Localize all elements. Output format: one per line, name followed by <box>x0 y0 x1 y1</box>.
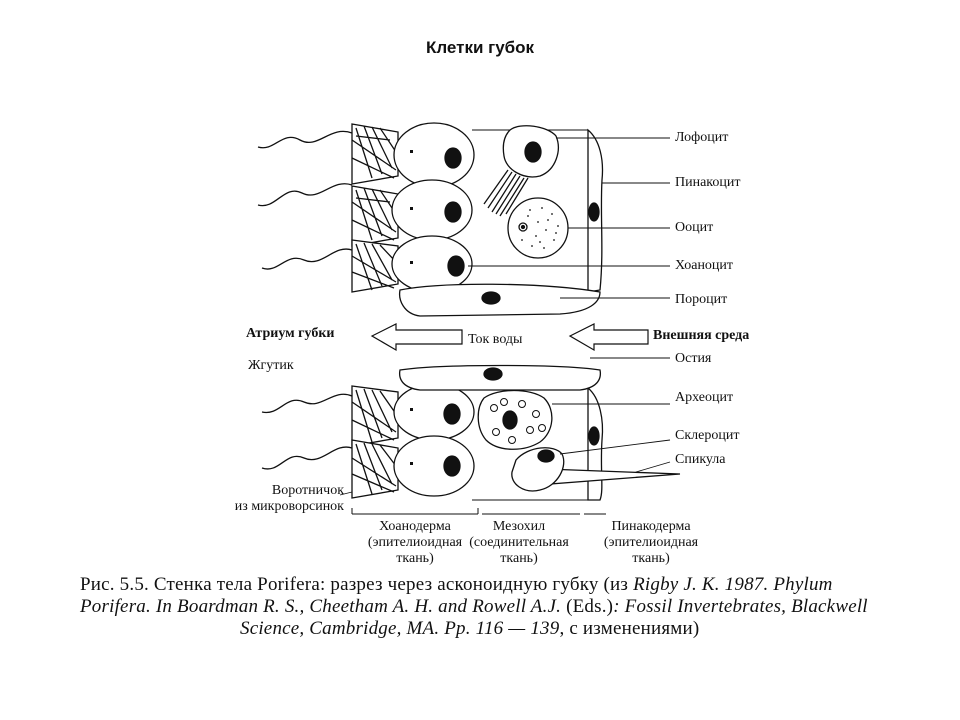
caption-line1: Рис. 5.5. Стенка тела Porifera: разрез ч… <box>80 574 910 596</box>
label-choanoderm-line3: ткань) <box>396 551 434 566</box>
choanocyte <box>393 122 475 188</box>
flagellum <box>261 393 353 414</box>
caption-l1a: Рис. 5.5. Стенка тела Porifera: разрез ч… <box>80 574 634 595</box>
flagellum <box>257 130 353 149</box>
label-choanoderm-line1: Хоанодерма <box>379 519 451 534</box>
label-mesohyl-line2: (соединительная <box>469 535 569 550</box>
label-flagellum: Жгутик <box>248 358 294 373</box>
flagellum <box>257 183 353 207</box>
label-choanoderm-line2: (эпителиоидная <box>367 535 463 550</box>
label-lophocyte: Лофоцит <box>675 130 729 145</box>
label-mesohyl-line3: ткань) <box>500 551 538 566</box>
label-pinacoderm-line2: (эпителиоидная <box>603 535 699 550</box>
figure-caption: Рис. 5.5. Стенка тела Porifera: разрез ч… <box>80 574 910 640</box>
label-porocyte: Пороцит <box>675 292 728 307</box>
label-choanocyte: Хоаноцит <box>675 258 734 273</box>
choanocyte <box>393 383 475 441</box>
caption-l2a: Porifera. In Boardman R. S., Cheetham A.… <box>80 596 567 617</box>
label-archaeocyte: Археоцит <box>675 390 734 405</box>
caption-l2c: : Fossil Invertebrates, Blackwell <box>613 596 868 617</box>
label-spicule: Спикула <box>675 452 726 467</box>
caption-line3: Science, Cambridge, MA. Pp. 116 — 139, с… <box>80 618 910 640</box>
label-external-environment: Внешняя среда <box>653 328 750 343</box>
label-mesohyl-line1: Мезохил <box>492 519 546 534</box>
label-pinacoderm: Пинакодерма (эпителиоидная ткань) <box>584 519 718 567</box>
label-oocyte: Ооцит <box>675 220 714 235</box>
collar-microvilli <box>351 385 399 499</box>
label-atrium: Атриум губки <box>246 326 335 341</box>
oocyte <box>507 197 569 259</box>
caption-l3a: Science, Cambridge, MA. Pp. 116 — 139 <box>240 618 560 639</box>
label-collar-line2: из микроворсинок <box>234 499 344 514</box>
label-choanoderm: Хоанодерма (эпителиоидная ткань) <box>348 519 482 567</box>
collar-microvilli <box>351 123 399 293</box>
label-pinacocyte: Пинакоцит <box>675 175 741 190</box>
water-flow-arrow-right <box>568 323 649 352</box>
label-sclerocyte: Склероцит <box>675 428 740 443</box>
caption-l1b: Rigby J. K. 1987. Phylum <box>633 574 833 595</box>
label-pinacoderm-line1: Пинакодерма <box>611 519 691 534</box>
flagellum <box>261 446 353 470</box>
label-water-flow: Ток воды <box>468 332 523 347</box>
caption-l2b: (Eds.) <box>566 596 614 617</box>
slide-title: Клетки губок <box>425 38 535 57</box>
choanocyte <box>393 435 475 497</box>
water-flow-arrow-left <box>370 323 463 352</box>
label-pinacoderm-line3: ткань) <box>632 551 670 566</box>
caption-l3b: , с изменениями) <box>559 618 700 639</box>
label-mesohyl: Мезохил (соединительная ткань) <box>454 519 584 567</box>
label-collar-line1: Воротничок <box>271 483 344 498</box>
flagellum <box>261 248 353 270</box>
label-ostium: Остия <box>675 351 712 366</box>
caption-line2: Porifera. In Boardman R. S., Cheetham A.… <box>80 596 910 618</box>
